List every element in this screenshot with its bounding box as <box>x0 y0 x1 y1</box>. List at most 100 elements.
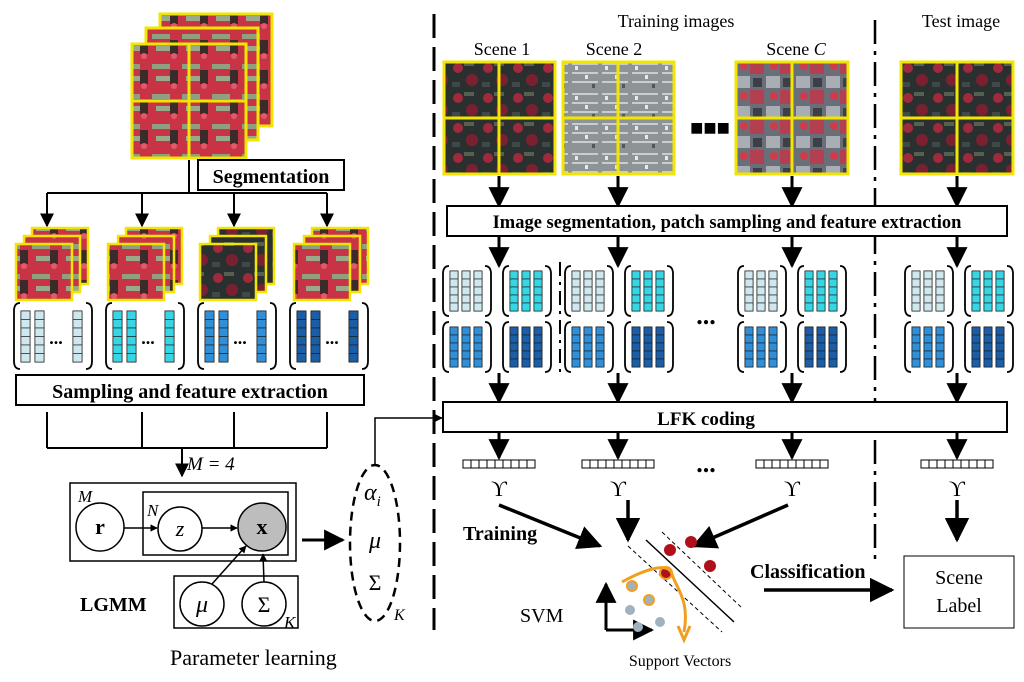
feature-vector <box>521 326 531 368</box>
scene-1-label: Scene 1 <box>474 39 530 59</box>
merge-bracket <box>46 412 328 478</box>
right-feature-group-1-3 <box>442 321 492 373</box>
classification-label: Classification <box>750 561 866 583</box>
parameter-ellipse: αi μ Σ K <box>348 463 406 624</box>
sampling-box: Sampling and feature extraction <box>15 374 365 406</box>
scene-1-image <box>442 60 557 176</box>
right-feature-group-1-4 <box>502 321 552 373</box>
right-feature-group-2-3 <box>564 321 614 373</box>
right-feature-group-3-3 <box>737 321 787 373</box>
scene-2-label: Scene 2 <box>586 39 642 59</box>
feature-vector <box>935 270 945 312</box>
sv-grey-5 <box>655 617 665 627</box>
right-feature-group-4-1 <box>904 265 954 317</box>
feature-vector <box>911 270 921 312</box>
feature-vector <box>583 326 593 368</box>
left-feature-group-4: ... <box>289 302 369 370</box>
feature-vector <box>643 326 653 368</box>
feature-vector <box>509 326 519 368</box>
feature-vector <box>816 270 826 312</box>
feature-vector <box>971 326 981 368</box>
test-image <box>899 60 1015 176</box>
codes-to-svm-arrows <box>498 500 970 550</box>
lfk-coding-box: LFK coding <box>442 401 1008 433</box>
upsilon-scene-1: ϒ <box>491 476 508 501</box>
sv-red-2 <box>685 536 697 548</box>
right-feature-group-4-2 <box>964 265 1014 317</box>
feature-vector <box>816 326 826 368</box>
svm-label: SVM <box>520 605 564 627</box>
code-vector-scene-1 <box>462 459 536 469</box>
node-r-label: r <box>95 514 105 539</box>
feature-vector <box>655 270 665 312</box>
scene-c-label: Scene C <box>766 39 826 59</box>
feature-vector <box>643 270 653 312</box>
feature-vector <box>449 270 459 312</box>
feature-vector <box>571 326 581 368</box>
node-z-label: z <box>175 516 185 541</box>
node-r <box>75 502 125 552</box>
ellipse-alpha: αi <box>364 480 381 510</box>
segment-stack-3 <box>198 226 276 302</box>
feature-vector <box>744 270 754 312</box>
right-feature-group-4-4 <box>964 321 1014 373</box>
sv-highlight-path <box>621 566 687 633</box>
feature-vector <box>804 270 814 312</box>
ellipse-sigma: Σ <box>369 570 382 595</box>
right-feature-groups <box>442 265 1014 373</box>
right-feature-group-3-4 <box>797 321 847 373</box>
feature-vector <box>164 310 175 363</box>
feature-vector <box>983 270 993 312</box>
sv-red-3 <box>704 560 716 572</box>
right-feature-group-2-1 <box>564 265 614 317</box>
feature-vector <box>461 326 471 368</box>
feature-vector <box>631 326 641 368</box>
right-feature-group-3-2 <box>797 265 847 317</box>
right-feature-group-4-3 <box>904 321 954 373</box>
sv-grey-4 <box>633 622 643 632</box>
feature-ellipsis: ... <box>233 328 247 348</box>
sv-red-1 <box>664 544 676 556</box>
feature-vector <box>571 270 581 312</box>
feature-vector <box>112 310 123 363</box>
left-feature-group-1: ... <box>13 302 93 370</box>
feature-vector <box>828 270 838 312</box>
scene-2-image <box>561 60 676 176</box>
feature-vector <box>509 270 519 312</box>
feature-vector <box>828 326 838 368</box>
feature-vector <box>804 326 814 368</box>
feature-vector <box>911 326 921 368</box>
right-feature-group-3-1 <box>737 265 787 317</box>
parameter-learning-label: Parameter learning <box>170 645 337 670</box>
input-image-stack <box>130 12 274 160</box>
node-z <box>157 506 203 552</box>
segment-stack-4 <box>292 226 370 302</box>
node-x-label: x <box>257 514 268 539</box>
feature-ellipsis: ... <box>141 328 155 348</box>
m-value-label: M = 4 <box>186 454 235 475</box>
ellipse-mu: μ <box>368 528 381 554</box>
feature-vector <box>768 326 778 368</box>
plate-k-label: K <box>283 613 297 632</box>
ellipse-k: K <box>393 607 406 624</box>
code-vector-scene-2 <box>581 459 655 469</box>
feature-vector <box>655 326 665 368</box>
plate-m <box>69 482 297 562</box>
feature-vector <box>971 270 981 312</box>
feature-vector <box>595 270 605 312</box>
code-vectors <box>462 459 994 469</box>
right-feature-group-1-2 <box>502 265 552 317</box>
feature-vector <box>473 270 483 312</box>
support-vectors-label: Support Vectors <box>629 653 731 670</box>
segment-bar-label: Image segmentation, patch sampling and f… <box>493 213 963 233</box>
feature-vector <box>256 310 267 363</box>
right-feature-group-1-1 <box>442 265 492 317</box>
feature-vector <box>34 310 45 363</box>
feature-vector <box>449 326 459 368</box>
scene-label-line2: Label <box>936 595 982 617</box>
feature-vector <box>72 310 83 363</box>
lfk-to-codes-arrows <box>488 433 968 461</box>
params-to-lfk-connector <box>374 414 443 466</box>
plate-k <box>173 575 299 629</box>
